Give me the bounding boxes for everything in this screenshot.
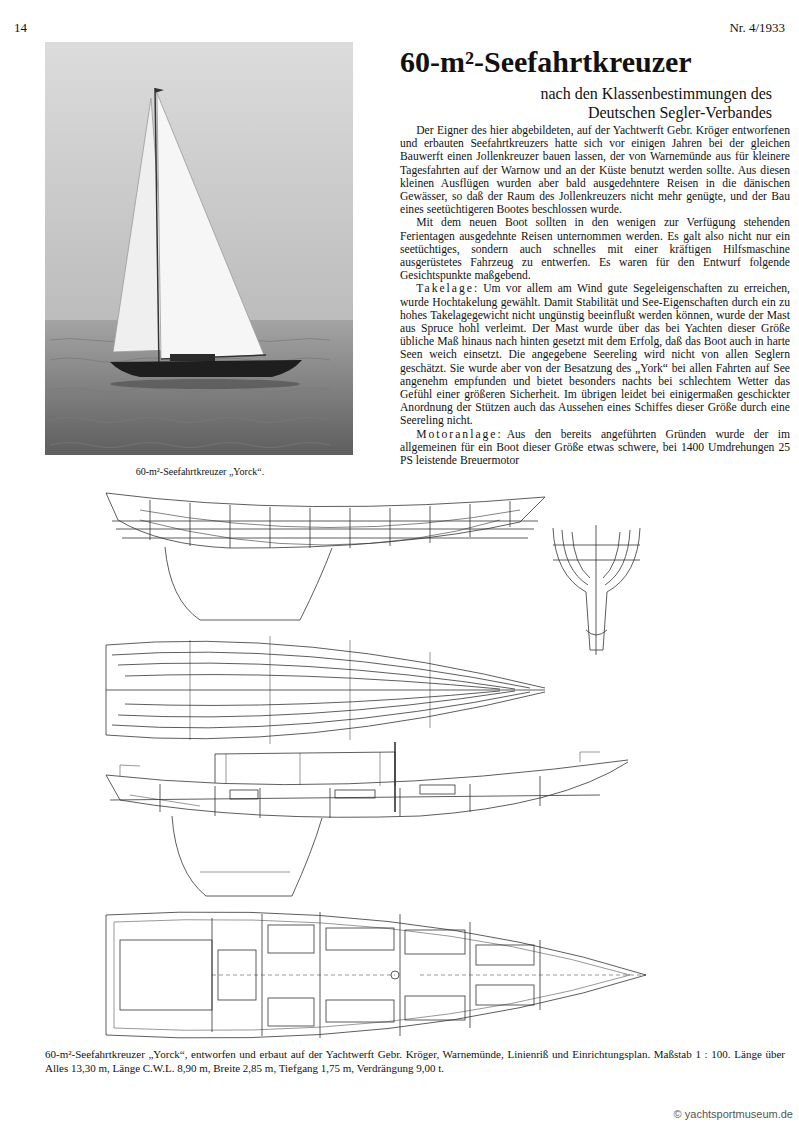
body-text: Der Eigner des hier abgebildeten, auf de… xyxy=(400,124,790,467)
photo xyxy=(45,42,353,455)
interior-profile xyxy=(106,742,628,896)
body-paragraph: Mit dem neuen Boot sollten in den wenige… xyxy=(400,216,790,282)
paragraph: Motoranlage:Aus den bereits angeführten … xyxy=(400,428,790,468)
lines-plan xyxy=(106,493,640,744)
body-paragraph: Der Eigner des hier abgebildeten, auf de… xyxy=(400,124,790,216)
section-heading: Motoranlage: xyxy=(416,428,502,441)
body-paragraph: Um vor allem am Wind gute Segeleigenscha… xyxy=(400,282,790,427)
deck-plan xyxy=(106,912,646,1038)
page-number: 14 xyxy=(14,20,27,36)
paragraph: Mit dem neuen Boot sollten in den wenige… xyxy=(400,216,790,282)
subtitle: nach den Klassenbestimmungen des Deutsch… xyxy=(496,84,772,122)
paragraph: Der Eigner des hier abgebildeten, auf de… xyxy=(400,124,790,216)
issue-number: Nr. 4/1933 xyxy=(729,20,785,36)
watermark: © yachtsportmuseum.de xyxy=(674,1108,793,1121)
paragraph: Takelage:Um vor allem am Wind gute Segel… xyxy=(400,282,790,427)
photo-caption: 60-m²-Seefahrtkreuzer „Yorck“. xyxy=(45,466,355,478)
title: 60-m²-Seefahrtkreuzer xyxy=(400,44,692,80)
section-heading: Takelage: xyxy=(416,282,479,295)
figure-caption: 60-m²-Seefahrtkreuzer „Yorck“, entworfen… xyxy=(45,1048,785,1075)
